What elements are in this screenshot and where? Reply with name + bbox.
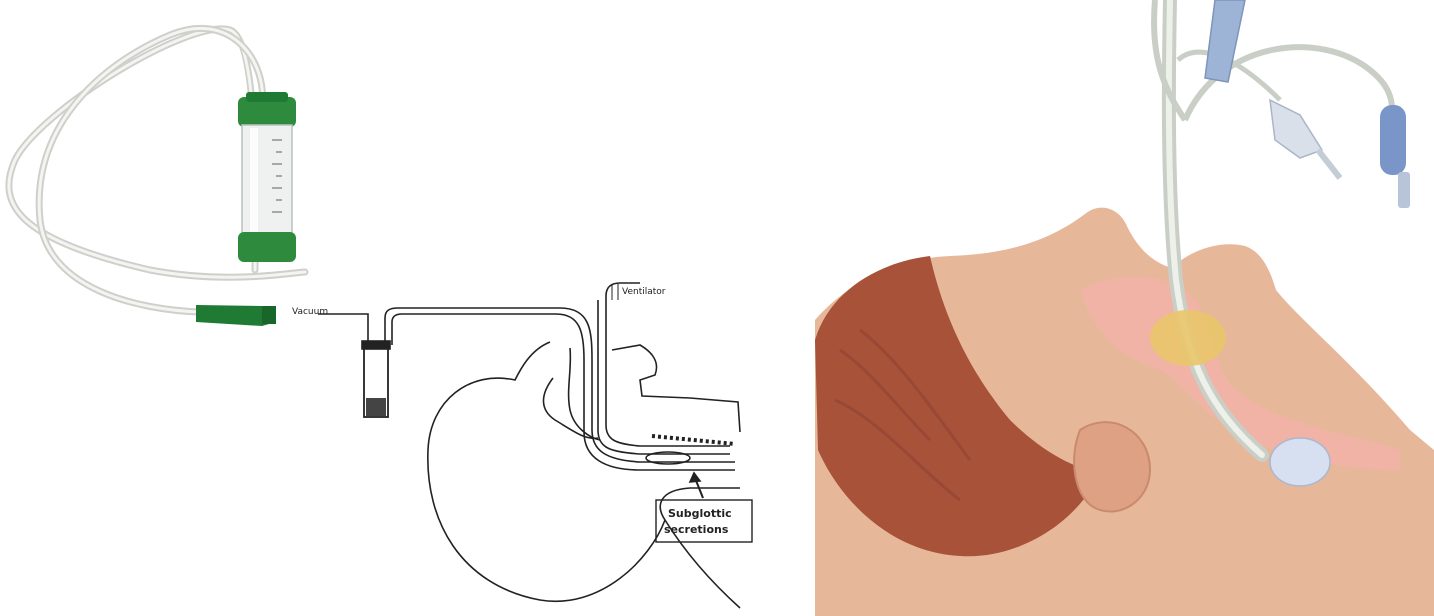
vacuum-label: Vacuum — [292, 307, 328, 317]
subglottic-cuff — [1150, 310, 1226, 366]
pilot-balloon-blue — [1380, 105, 1406, 175]
ventilator-label: Ventilator — [622, 287, 666, 297]
schematic-drawing — [318, 283, 752, 608]
pilot-balloon-clear — [1270, 100, 1322, 158]
tube-connector — [1205, 0, 1245, 82]
vacuum-line — [318, 314, 368, 345]
subglottic-label-line1: Subglottic — [668, 507, 732, 520]
secretion-band — [652, 436, 735, 444]
intubation-illustration — [815, 0, 1434, 616]
trap-bottom-cap — [238, 232, 296, 262]
distal-cuff — [1270, 438, 1330, 486]
trap-cylinder — [242, 125, 292, 237]
suction-trap-photo — [9, 28, 305, 326]
subglottic-label-line2: secretions — [664, 523, 729, 536]
